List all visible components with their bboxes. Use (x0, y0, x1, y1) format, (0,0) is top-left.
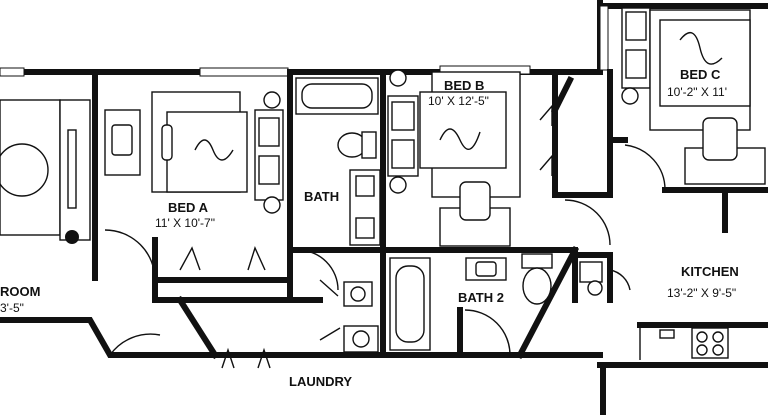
bed-icon (166, 111, 248, 193)
nightstand-icon (263, 196, 281, 214)
toilet-tank (361, 131, 377, 159)
room-label-bed-a: BED A (168, 200, 209, 215)
sink-icon (355, 175, 375, 197)
nightstand-icon (621, 87, 639, 105)
room-label-living: ROOM (0, 284, 40, 299)
room-dim-bed-c: 10'-2" X 11' (667, 85, 727, 99)
chair-icon (702, 117, 738, 161)
round-table (0, 143, 49, 197)
washer-icon (343, 281, 373, 307)
valve-icon (587, 280, 603, 296)
bed-sheet-curve (194, 139, 234, 161)
bath-2: BATH 2 (389, 253, 553, 356)
door-swing-icon (297, 249, 339, 291)
door-swing-icon (464, 309, 511, 356)
dresser-icon (387, 95, 419, 177)
outlet-icon (659, 329, 675, 339)
vanity (349, 169, 381, 246)
plant-icon (65, 230, 79, 244)
laundry: LAUNDRY (109, 279, 379, 389)
room-dim-kitchen: 13'-2" X 9'-5" (667, 286, 736, 300)
window-bed-c (599, 5, 609, 71)
closet-door-icon (221, 347, 271, 369)
utility-closet (579, 261, 631, 296)
door-swing-icon (564, 199, 611, 246)
room-label-bath: BATH (304, 189, 339, 204)
window-bed-a (199, 67, 289, 77)
room-dim-bed-b: 10' X 12'-5" (428, 94, 489, 108)
room-label-bed-b: BED B (444, 78, 484, 93)
door-swing-icon (109, 333, 161, 356)
closet-door-icon (319, 279, 341, 341)
bedroom-b: BED B 10' X 12'-5" (387, 69, 553, 247)
living-room: ROOM 3'-5" (0, 99, 91, 315)
pillow-icon (161, 124, 173, 161)
toilet-tank (521, 253, 553, 269)
nightstand-icon (389, 176, 407, 194)
chair-icon (111, 124, 133, 156)
door-swing-icon (104, 229, 156, 281)
room-label-bath-2: BATH 2 (458, 290, 504, 305)
room-label-laundry: LAUNDRY (289, 374, 352, 389)
kitchen: KITCHEN 13'-2" X 9'-5" (564, 199, 739, 359)
stove-icon (691, 327, 729, 359)
door-swing-icon (624, 144, 666, 191)
bed-sheet-curve (439, 128, 481, 150)
toilet-icon (522, 267, 552, 305)
door-swing-icon (609, 269, 631, 291)
water-heater-icon (579, 261, 603, 283)
closet-door-icon (179, 246, 266, 271)
tv-icon (67, 129, 77, 209)
bed-sheet-curve (679, 31, 723, 65)
bed-icon (419, 91, 507, 169)
chair-icon (459, 181, 491, 221)
bath: BATH (295, 77, 381, 291)
dryer-icon (343, 325, 379, 353)
nightstand-icon (263, 91, 281, 109)
room-label-bed-c: BED C (680, 67, 721, 82)
room-label-kitchen: KITCHEN (681, 264, 739, 279)
bedroom-c: BED C 10'-2" X 11' (621, 7, 766, 191)
media-console (59, 99, 91, 241)
bed-icon (659, 19, 751, 107)
room-dim-living: 3'-5" (0, 301, 24, 315)
window-left (0, 67, 25, 77)
nightstand-icon (389, 69, 407, 87)
room-dim-bed-a: 11' X 10'-7" (155, 216, 215, 230)
sofa (0, 99, 61, 236)
bedroom-a: BED A 11' X 10'-7" (104, 91, 284, 281)
closet-door-icon (539, 104, 553, 176)
sink-icon (355, 217, 375, 239)
